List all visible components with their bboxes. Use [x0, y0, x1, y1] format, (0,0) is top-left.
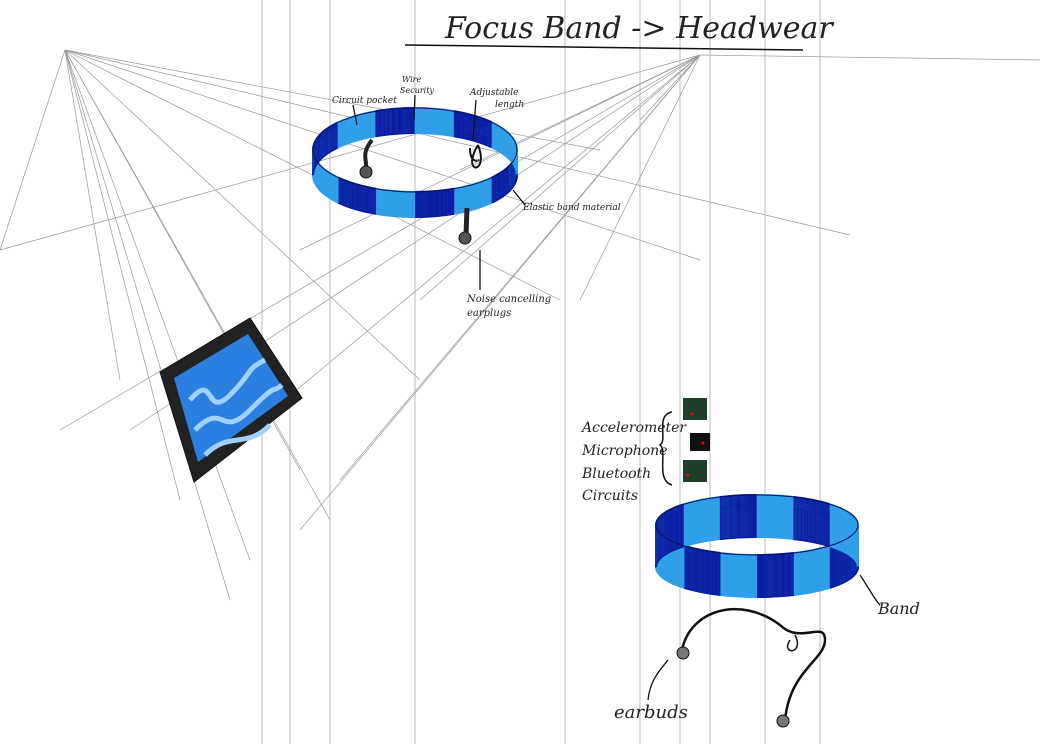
label-band: Band	[877, 599, 920, 618]
label-noise-cancelling: earplugs	[467, 308, 511, 319]
label-earbuds: earbuds	[614, 702, 688, 723]
earbud-icon	[776, 714, 790, 728]
perspective-line	[0, 49, 66, 251]
perspective-line	[699, 54, 1041, 61]
perspective-line	[64, 49, 851, 236]
headband-3d-view	[312, 107, 518, 218]
brace	[658, 411, 673, 486]
title-underline	[404, 44, 804, 51]
perspective-line	[64, 49, 601, 151]
perspective-line	[64, 49, 231, 601]
label-elastic-band: Elastic band material	[522, 203, 621, 213]
label-adjustable-length: Adjustable	[469, 88, 518, 98]
label-circuit-pocket: Circuit pocket	[332, 96, 397, 106]
label-wire-security: Wire	[402, 75, 421, 84]
perspective-guidelines	[0, 49, 1041, 601]
label-circuits: Circuits	[582, 488, 638, 504]
perspective-line	[64, 49, 121, 381]
perspective-line	[459, 54, 701, 171]
adjuster-loop	[469, 144, 482, 169]
tablet-screen	[174, 334, 288, 462]
circuit-components	[658, 398, 710, 486]
earplug-icon	[359, 165, 373, 179]
tablet	[159, 317, 303, 483]
page-title: Focus Band -> Headwear	[444, 11, 834, 46]
label-noise-cancelling: Noise cancelling	[466, 294, 551, 305]
perspective-line	[64, 49, 181, 501]
perspective-line	[64, 49, 701, 261]
perspective-line	[419, 54, 701, 301]
band-stripe	[312, 132, 518, 218]
band-stripe	[655, 536, 859, 598]
label-microphone: Microphone	[581, 443, 667, 459]
label-accelerometer: Accelerometer	[580, 420, 687, 436]
earplug-icon	[458, 231, 472, 245]
vertical-guidelines	[261, 0, 821, 744]
wire	[463, 207, 470, 236]
perspective-line	[0, 54, 701, 251]
band-rim	[655, 494, 859, 556]
perspective-line	[64, 49, 331, 521]
earbud-icon	[676, 646, 690, 660]
perspective-line	[64, 49, 251, 561]
earbud-wire	[680, 608, 827, 721]
perspective-line	[64, 49, 421, 381]
label-bluetooth: Bluetooth	[581, 466, 651, 482]
label-wire-security: Security	[400, 86, 434, 95]
annotation-arrows	[352, 94, 881, 701]
label-adjustable-length: length	[495, 100, 524, 110]
perspective-line	[639, 54, 701, 121]
band-exploded-view	[655, 494, 859, 598]
